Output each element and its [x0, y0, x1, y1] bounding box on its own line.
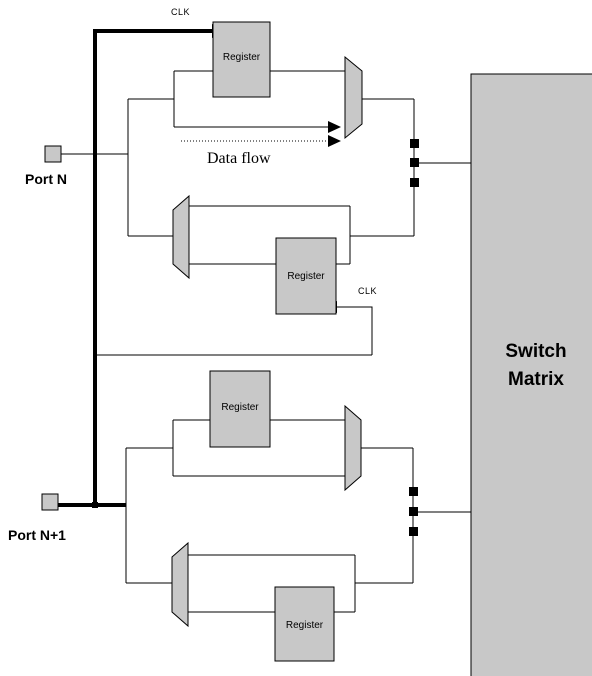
- register-n1-lower: [274, 586, 335, 662]
- switch-matrix-label-line1: Switch: [505, 341, 566, 362]
- node-n1-2: [409, 507, 418, 516]
- data-flow-arrow: [328, 135, 341, 147]
- mux-n-lower: [172, 194, 190, 280]
- node-n1-3: [409, 527, 418, 536]
- node-n-1: [410, 139, 419, 148]
- port-n-label: Port N: [25, 171, 67, 187]
- data-flow-label: Data flow: [207, 150, 271, 167]
- mux-n1-lower: [171, 541, 189, 628]
- port-n-group: Register Register: [44, 21, 471, 315]
- register-n-lower: [275, 237, 337, 315]
- port-n1-label: Port N+1: [8, 527, 66, 543]
- node-n-3: [410, 178, 419, 187]
- port-n1-pin: [41, 493, 59, 511]
- register-n1-lower-label: Register: [286, 620, 324, 631]
- register-n1-upper: [209, 370, 271, 448]
- port-n-pin: [44, 145, 62, 163]
- register-n1-upper-label: Register: [221, 402, 259, 413]
- register-n-upper: [212, 21, 271, 98]
- register-n-upper-label: Register: [223, 52, 261, 63]
- mux-n-upper: [344, 55, 363, 140]
- node-n-2: [410, 158, 419, 167]
- mux-n1-upper: [344, 404, 362, 492]
- switch-matrix-label-line2: Matrix: [508, 369, 564, 390]
- switch-matrix-block: [470, 73, 592, 676]
- clk-label-top: CLK: [171, 7, 190, 17]
- clk-label-mid: CLK: [358, 286, 377, 296]
- port-n1-group: Register Register: [41, 370, 471, 662]
- node-n1-1: [409, 487, 418, 496]
- register-n-lower-label: Register: [287, 271, 325, 282]
